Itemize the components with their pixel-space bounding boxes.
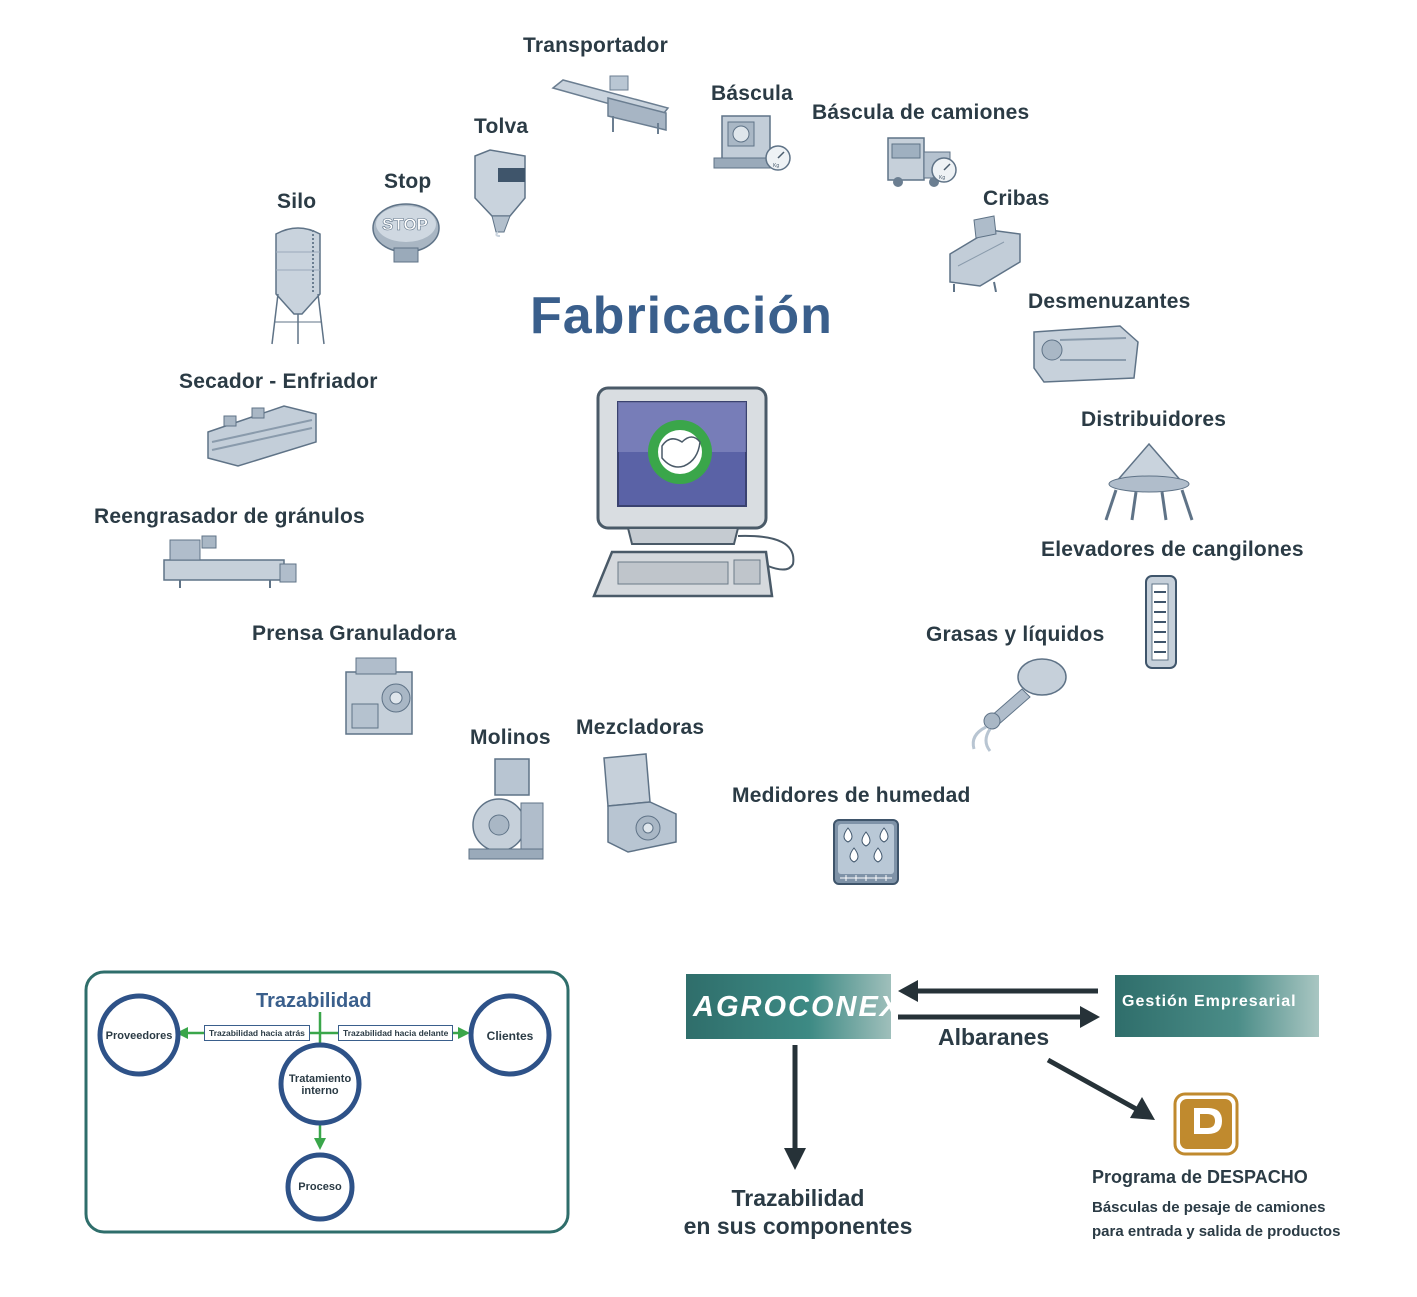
despacho-logo-text: DESPACHO [1181, 1136, 1226, 1145]
despacho-sub-line-2: para entrada y salida de productos [1092, 1223, 1341, 1240]
label-grasas: Grasas y líquidos [926, 623, 1105, 646]
label-bascula: Báscula [711, 82, 793, 105]
mixer-icon [598, 752, 680, 857]
node-tratamiento-interno: Tratamiento interno [288, 1073, 352, 1097]
label-desmenuzantes: Desmenuzantes [1028, 290, 1191, 313]
agroconex-box [686, 974, 891, 1039]
label-tolva: Tolva [474, 115, 529, 138]
label-transportador: Transportador [523, 34, 668, 57]
truck-scale-unit-text: Kg [939, 175, 945, 181]
node-clientes: Clientes [486, 1029, 534, 1043]
agroconex-logo: AGROCONEX [693, 991, 902, 1023]
label-secador: Secador - Enfriador [179, 370, 378, 393]
pellet-coater-icon [160, 534, 300, 589]
label-distribuidores: Distribuidores [1081, 408, 1227, 431]
label-stop: Stop [384, 170, 432, 193]
despacho-program-title: Programa de DESPACHO [1092, 1167, 1308, 1187]
gestion-empresarial-label: Gestión Empresarial [1122, 993, 1297, 1010]
label-medidores: Medidores de humedad [732, 784, 971, 807]
gestion-empresarial-box [1115, 975, 1319, 1037]
stop-button-icon: STOP [370, 200, 442, 266]
conveyor-icon [548, 68, 673, 134]
bucket-elevator-icon [1140, 570, 1185, 675]
traceability-title: Trazabilidad [256, 990, 372, 1012]
screen-sieve-icon [944, 212, 1024, 292]
stop-sign-text: STOP [382, 215, 428, 234]
albaranes-label: Albaranes [938, 1024, 1050, 1050]
label-prensa: Prensa Granuladora [252, 622, 457, 645]
label-bascula-camiones: Báscula de camiones [812, 101, 1030, 124]
scale-icon: Kg [712, 108, 792, 176]
pellet-press-icon [338, 654, 423, 739]
crumbler-icon [1030, 320, 1140, 390]
dryer-cooler-icon [204, 402, 319, 468]
mill-icon [465, 755, 547, 863]
liquid-injector-icon [960, 655, 1075, 755]
distributor-icon [1102, 442, 1197, 522]
label-molinos: Molinos [470, 726, 551, 749]
truck-scale-icon: Kg [884, 130, 964, 194]
trazabilidad-componentes-label: Trazabilidad en sus componentes [668, 1184, 928, 1240]
node-proveedores: Proveedores [105, 1030, 173, 1042]
trazabilidad-line-1: Trazabilidad [731, 1185, 865, 1211]
label-cribas: Cribas [983, 187, 1050, 210]
moisture-meter-icon [832, 818, 900, 886]
silo-icon [268, 222, 328, 347]
despacho-program-subtitle: Básculas de pesaje de camiones para entr… [1092, 1196, 1340, 1244]
label-mezcladoras: Mezcladoras [576, 716, 705, 739]
despacho-sub-line-1: Básculas de pesaje de camiones [1092, 1199, 1326, 1216]
tag-trazabilidad-hacia-atras: Trazabilidad hacia atrás [204, 1025, 310, 1041]
node-proceso: Proceso [298, 1181, 342, 1193]
trazabilidad-line-2: en sus componentes [683, 1213, 913, 1239]
hopper-icon [470, 148, 530, 238]
scale-unit-text: Kg [773, 163, 779, 169]
page-title: Fabricación [530, 287, 833, 345]
computer-icon [588, 384, 803, 602]
tag-trazabilidad-hacia-delante: Trazabilidad hacia delante [338, 1025, 454, 1041]
label-silo: Silo [277, 190, 317, 213]
label-reengrasador: Reengrasador de gránulos [94, 505, 365, 528]
label-elevadores: Elevadores de cangilones [1041, 538, 1304, 561]
